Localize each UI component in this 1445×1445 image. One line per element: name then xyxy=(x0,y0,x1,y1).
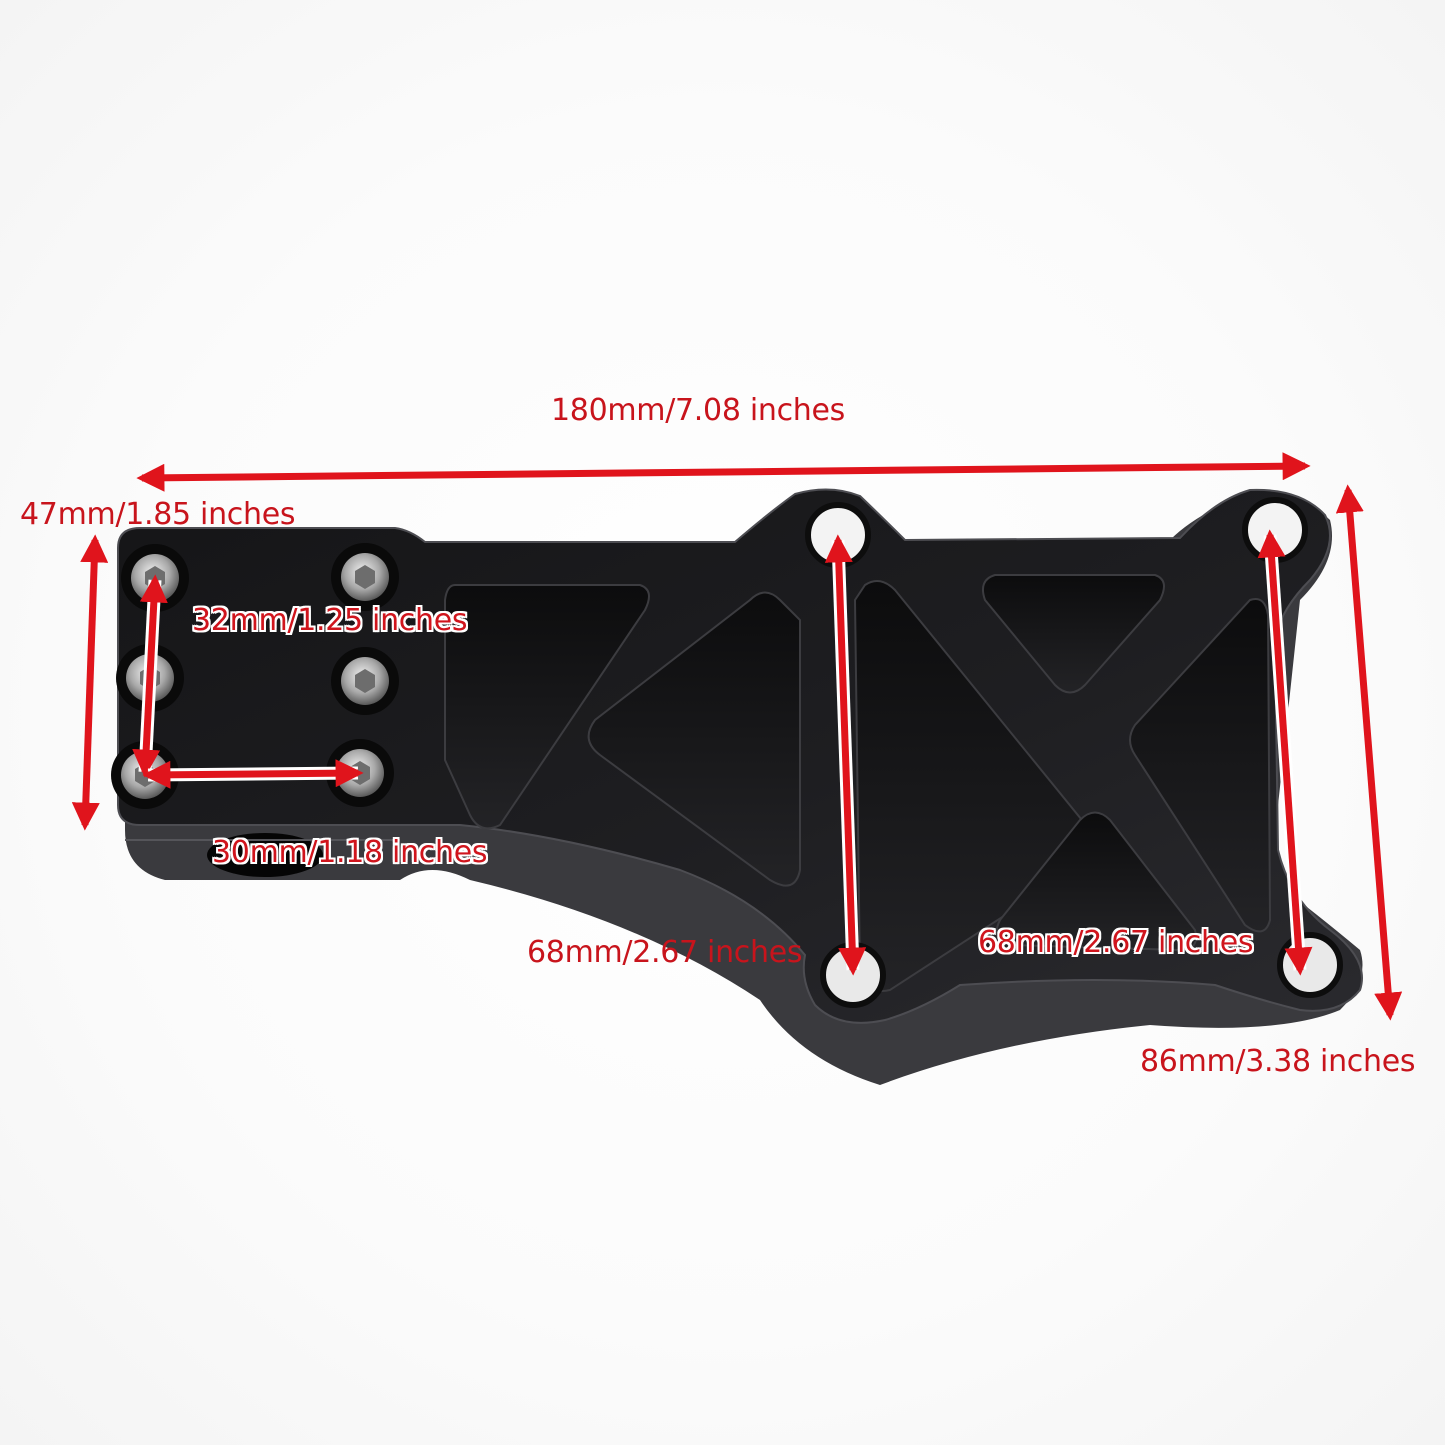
arrow-hole-spacing-right xyxy=(1257,529,1313,976)
label-hole-spacing-left: 68mm/2.67 inches xyxy=(527,935,803,970)
arrow-overall-length xyxy=(136,452,1311,492)
arrow-bolt-vertical xyxy=(132,574,168,778)
clamp-bore xyxy=(207,833,323,877)
arrow-clamp-height xyxy=(71,534,109,831)
arrow-overall-height xyxy=(1335,484,1403,1021)
label-hole-spacing-right: 68mm/2.67 inches xyxy=(978,925,1254,960)
arrow-hole-spacing-left xyxy=(824,534,867,976)
label-overall-height: 86mm/3.38 inches xyxy=(1140,1044,1416,1079)
arrow-bolt-horizontal xyxy=(142,759,364,789)
label-clamp-height: 47mm/1.85 inches xyxy=(20,497,296,532)
dimension-arrows xyxy=(71,452,1403,1021)
machined-pockets xyxy=(444,574,1272,992)
label-overall-length: 180mm/7.08 inches xyxy=(551,393,845,428)
label-bolt-vertical-spacing: 32mm/1.25 inches xyxy=(192,603,468,638)
label-bolt-horizontal-spacing: 30mm/1.18 inches xyxy=(212,835,488,870)
